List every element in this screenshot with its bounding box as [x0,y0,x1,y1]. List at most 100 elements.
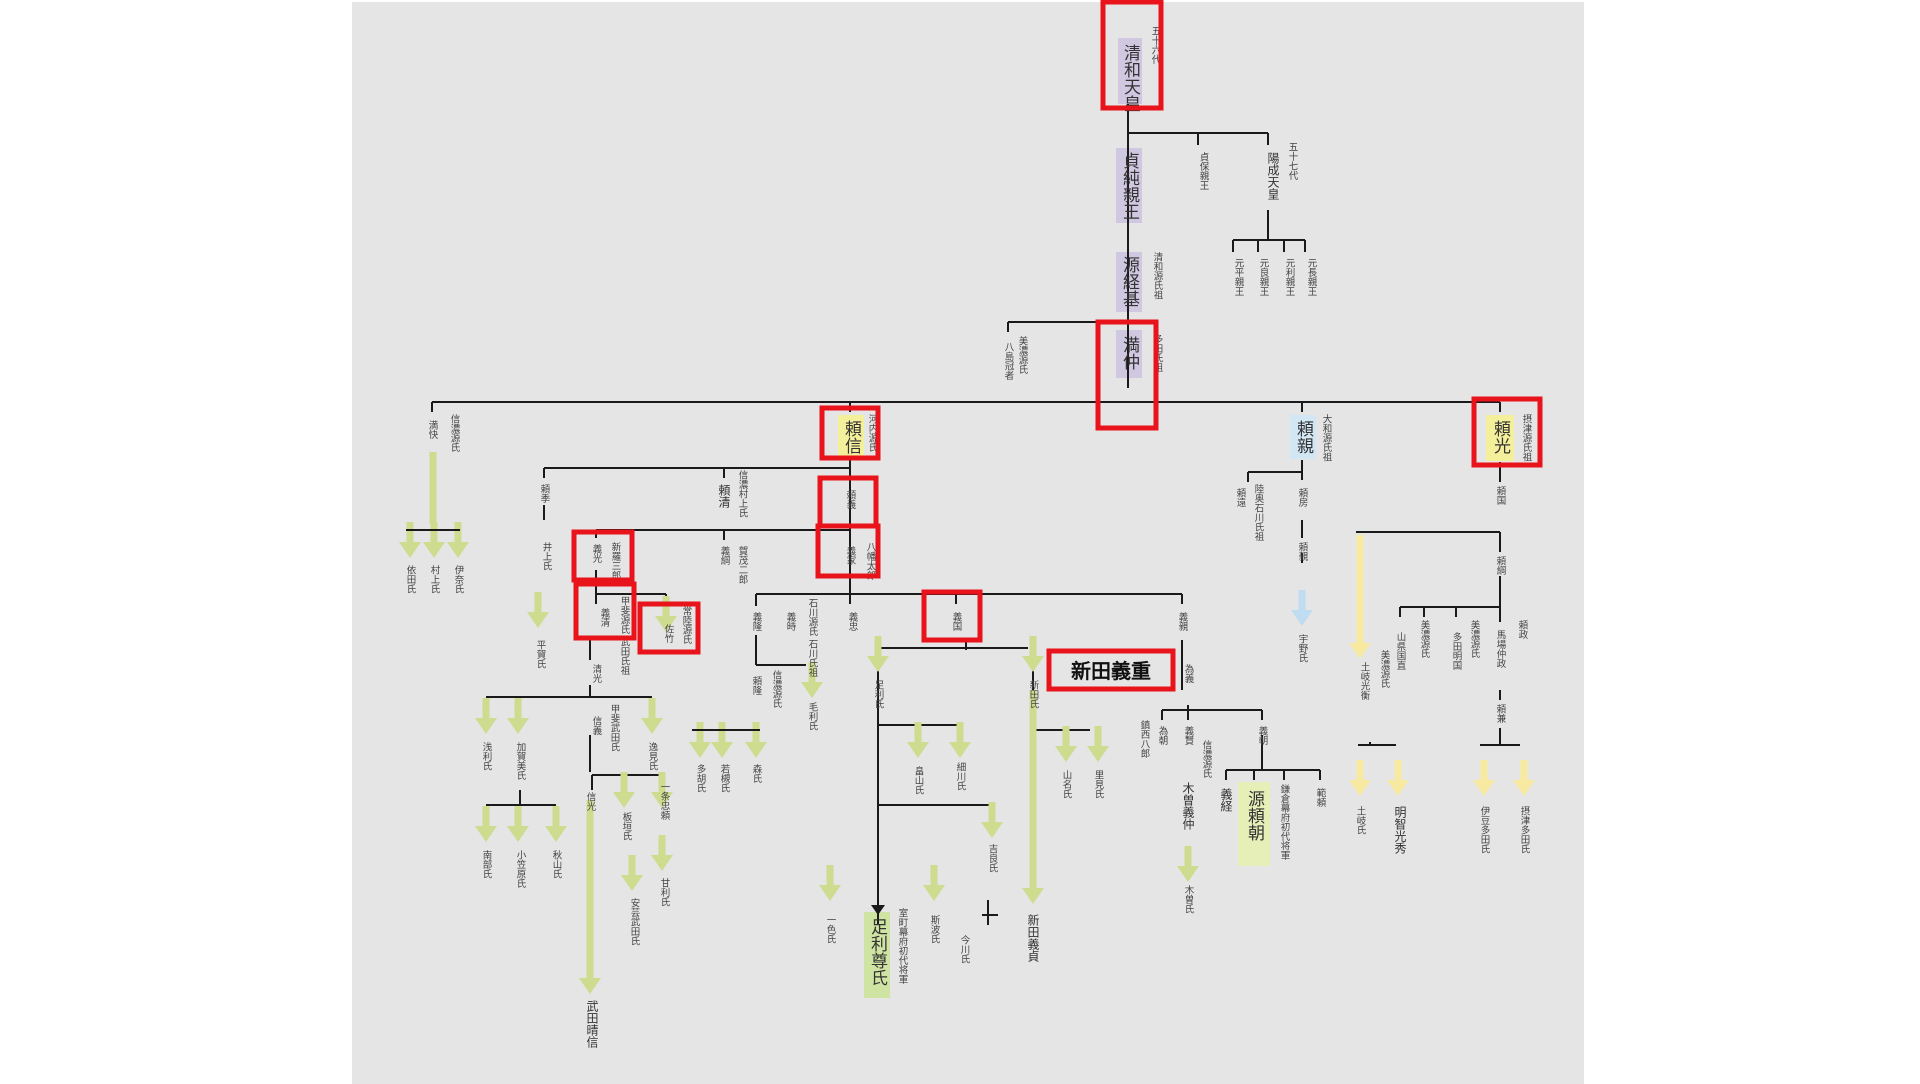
label-yoritaka-note: 信濃源氏 [771,669,783,708]
arrow-akiyama [545,806,567,842]
label-yoritomo-note: 鎌倉幕府初代将軍 [1279,783,1291,860]
label-mori2: 森氏 [751,763,763,783]
label-tametomo-note: 鎮西八郎 [1139,719,1151,759]
label-yoshitsune: 義経 [1219,787,1233,812]
label-isshiki: 一色氏 [825,915,837,944]
label-imagawa: 今川氏 [959,934,971,963]
arrow-shaft-toki [1356,535,1364,645]
label-takeda-shingen: 武田晴信 [585,1000,599,1049]
label-yoshimitsu: 義光 [591,543,603,564]
arrow-kiso [1177,846,1199,882]
arrow-shaft-yoshisada [1029,690,1037,890]
label-yoshichika: 義親 [1177,611,1189,632]
label-kanri: 甘利氏 [659,877,671,906]
label-mino-yamagata: 山県国直 [1395,632,1407,670]
label-satake: 佐竹 [663,623,675,644]
label-ichijo: 一条忠頼 [659,782,671,821]
label-nanbu: 南部氏 [481,849,493,878]
arrow-ando [621,855,643,891]
arrow-henmi [641,698,663,734]
label-ashikaga-takauji: 足利尊氏 [867,918,888,986]
label-seiwa: 清和天皇 [1120,44,1141,112]
label-yorikane: 頼兼 [1495,704,1507,724]
highlight-mitsunaka [1095,319,1159,431]
label-yozei: 陽成天皇 [1266,152,1280,200]
label-kagami: 加賀美氏 [515,742,527,780]
label-mutsu: 陸奥石川氏祖 [1253,483,1265,542]
label-shiba: 斯波氏 [929,914,941,943]
highlight-yoshikuni [921,589,983,643]
label-yoshimitsu-note: 新羅三郎 [610,541,622,581]
label-yoshitada: 義忠 [847,611,859,631]
label-akiyama: 秋山氏 [551,849,563,878]
label-yoshitsuna-note: 賀茂二郎 [737,545,749,585]
label-toki-mitsuhira: 土岐光衡 [1359,661,1371,701]
label-yozei-note: 五十七代 [1287,142,1299,181]
arrow-yamana [1055,726,1077,762]
label-itagaki: 板垣氏 [621,811,633,840]
highlight-yorinobu [819,405,881,461]
highlight-seiwa [1100,0,1164,111]
arrow-head-toki [1349,643,1371,659]
label-minamoto-yoritomo: 源頼朝 [1244,790,1265,842]
arrow-itagaki [613,772,635,808]
label-yorishige: 頼房 [1297,488,1309,508]
label-takauji-note: 室町幕府初代将軍 [897,907,909,984]
arrow-kira [981,802,1003,838]
arrow-ashikaga [867,636,889,672]
label-inoue: 井上氏 [541,541,553,570]
descent-arrows [399,452,1535,994]
label-yoshitsuna: 義綱 [719,545,731,566]
label-henmi: 逸見氏 [647,742,659,771]
label-nitta-yoshisada: 新田義貞 [1026,913,1040,963]
arrow-satomi [1087,726,1109,762]
label-yorichika: 頼親 [1293,420,1314,454]
highlight-satake [637,601,701,655]
label-yorinobu-note: 河内源氏 [867,413,879,452]
label-nakamasa: 馬場仲政 [1495,630,1507,669]
label-yorimitsu-note: 摂津源氏祖 [1521,413,1533,462]
label-tsunemoto: 源経基 [1119,256,1140,307]
highlight-boxes [571,0,1543,692]
arrow-nanbu [475,806,497,842]
label-yoshikata: 義賢 [1183,725,1195,746]
label-settsu: 摂津多田氏 [1519,805,1531,853]
label-hosokawa: 細川氏 [955,761,967,790]
label-yorikiyo-note: 信濃村上氏 [737,469,749,517]
label-uno: 宇野氏 [1297,633,1309,662]
label-yorimasa2: 頼親 [1297,542,1309,562]
label-mototoshi: 元利親王 [1284,258,1296,296]
arrow-nitta [1022,636,1044,672]
label-ando: 安芸武田氏 [629,897,641,945]
label-motoyoshi: 元良親王 [1258,258,1270,296]
label-yoshikata-note: 信濃源氏 [1201,739,1213,778]
arrow-head-yoshisada [1022,888,1044,904]
label-motonaga: 元長親王 [1306,258,1318,296]
label-yorinobu: 頼信 [841,420,862,454]
label-nobumitsu: 信光 [585,791,597,812]
arrow-asari [475,698,497,734]
arrow-tano [689,722,711,758]
arrow-hatakeyama [907,722,929,758]
label-yoshitoki: 義時 [785,611,797,631]
yorimitsu-box [1486,415,1514,461]
label-nobuyoshi: 信義 [591,715,603,735]
arrow-toki [1349,760,1371,796]
name-labels: 清和天皇 五十六代 貞純親王 貞保親王 陽成天皇 五十七代 元平親王 元良親王 … [405,26,1533,1049]
label-yoritaka: 頼隆 [751,676,763,696]
label-sadayasu: 貞保親王 [1198,151,1210,190]
label-mori: 毛利氏 [807,701,819,730]
arrow-shaft-mitsumasa [429,452,437,524]
label-tano: 多胡氏 [695,763,707,792]
label-yorikuni: 頼国 [1495,486,1507,506]
label-yoshiie: 義家 [845,545,857,565]
arrow-shaft-shingen [586,800,594,980]
label-hatakeyama: 畠山氏 [913,765,924,794]
label-yorikiyo: 頼清 [717,484,731,509]
label-sadazumi: 貞純親王 [1119,152,1140,220]
label-nobuyoshi-note: 甲斐武田氏 [609,704,621,752]
label-kira: 吉良氏 [987,844,999,873]
label-kiyomitsu: 清光 [591,663,603,684]
label-hachijo: 八島冠者 [1003,342,1015,381]
